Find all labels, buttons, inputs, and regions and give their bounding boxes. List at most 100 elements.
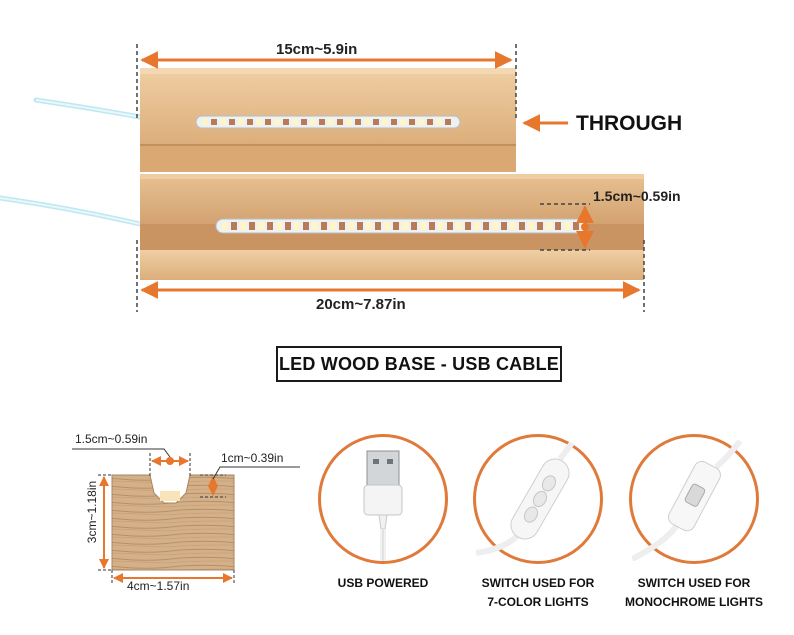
led-chip [357,222,363,230]
led-strip-long [222,222,579,230]
dimension-bottom [136,240,645,312]
led-chip [247,119,253,125]
led-chip [402,222,408,230]
toggle-switch-icon [630,439,743,562]
led-chip [321,222,327,230]
monochrome-line2: MONOCHROME LIGHTS [625,595,763,609]
led-chip [303,222,309,230]
seven-color-caption: SWITCH USED FOR 7-COLOR LIGHTS [448,574,628,612]
led-chip [427,119,433,125]
led-chip [310,119,316,125]
led-chip [355,119,361,125]
led-chip [445,119,451,125]
led-chip [474,222,480,230]
led-chip [418,119,424,125]
slot-depth-label: 1cm~0.39in [221,451,284,465]
led-chip [337,119,343,125]
dimension-top [136,44,517,118]
led-chip [537,222,543,230]
led-chip [492,222,498,230]
led-chip [283,119,289,125]
led-chip [256,119,262,125]
led-chip [202,119,208,125]
slot-height-label: 1.5cm~0.59in [593,188,681,204]
wood-base-long [140,174,644,280]
led-chip [258,222,264,230]
wood-base-illustration [0,44,645,312]
led-chip [240,222,246,230]
led-chip [229,119,235,125]
seven-color-switch-circle [473,434,603,564]
led-chip [420,222,426,230]
led-chip [339,222,345,230]
height-label: 3cm~1.18in [85,480,99,544]
led-chip [249,222,255,230]
led-chip [211,119,217,125]
led-chip [501,222,507,230]
top-dimension-label: 15cm~5.9in [276,41,358,58]
led-chip [546,222,552,230]
led-chip [382,119,388,125]
multi-button-switch-icon [475,441,575,556]
led-chip [528,222,534,230]
led-chip [330,222,336,230]
led-chip [285,222,291,230]
led-chip [411,222,417,230]
usb-cable-bottom [0,195,143,227]
led-strip-short [202,119,451,125]
bottom-dimension-label: 20cm~7.87in [316,296,406,313]
led-chip [265,119,271,125]
led-chip [364,119,370,125]
led-chip [456,222,462,230]
page-title: LED WOOD BASE - USB CABLE [276,346,562,382]
led-chip [391,119,397,125]
cross-section-diagram [72,448,300,585]
monochrome-caption: SWITCH USED FOR MONOCHROME LIGHTS [604,574,784,612]
monochrome-switch-circle [629,434,759,564]
led-chip [292,119,298,125]
led-chip [294,222,300,230]
led-chip [438,222,444,230]
usb-plug-icon [363,450,403,561]
through-label: THROUGH [576,112,683,135]
wood-base-short [140,68,516,172]
led-chip [564,222,570,230]
led-chip [409,119,415,125]
led-chip [429,222,435,230]
usb-cable-top [33,97,143,120]
led-chip [312,222,318,230]
dimension-slot [540,203,594,251]
usb-powered-caption: USB POWERED [293,574,473,593]
led-chip [346,119,352,125]
led-chip [319,119,325,125]
led-chip [555,222,561,230]
usb-powered-circle [318,434,448,564]
led-chip [328,119,334,125]
led-chip [220,119,226,125]
led-chip [238,119,244,125]
led-chip [301,119,307,125]
led-chip [373,119,379,125]
width-label: 4cm~1.57in [127,579,190,593]
led-chip [222,222,228,230]
led-chip [519,222,525,230]
led-chip [393,222,399,230]
slot-width-label: 1.5cm~0.59in [75,432,148,446]
led-chip [274,119,280,125]
led-chip [384,222,390,230]
seven-color-line2: 7-COLOR LIGHTS [487,595,589,609]
led-chip [447,222,453,230]
led-chip [483,222,489,230]
led-chip [231,222,237,230]
seven-color-line1: SWITCH USED FOR [481,576,595,590]
led-chip [267,222,273,230]
led-chip [436,119,442,125]
led-chip [400,119,406,125]
led-chip [465,222,471,230]
led-chip [375,222,381,230]
led-chip [276,222,282,230]
led-chip [348,222,354,230]
usb-powered-line1: USB POWERED [337,576,429,590]
led-chip [366,222,372,230]
led-chip [573,222,579,230]
